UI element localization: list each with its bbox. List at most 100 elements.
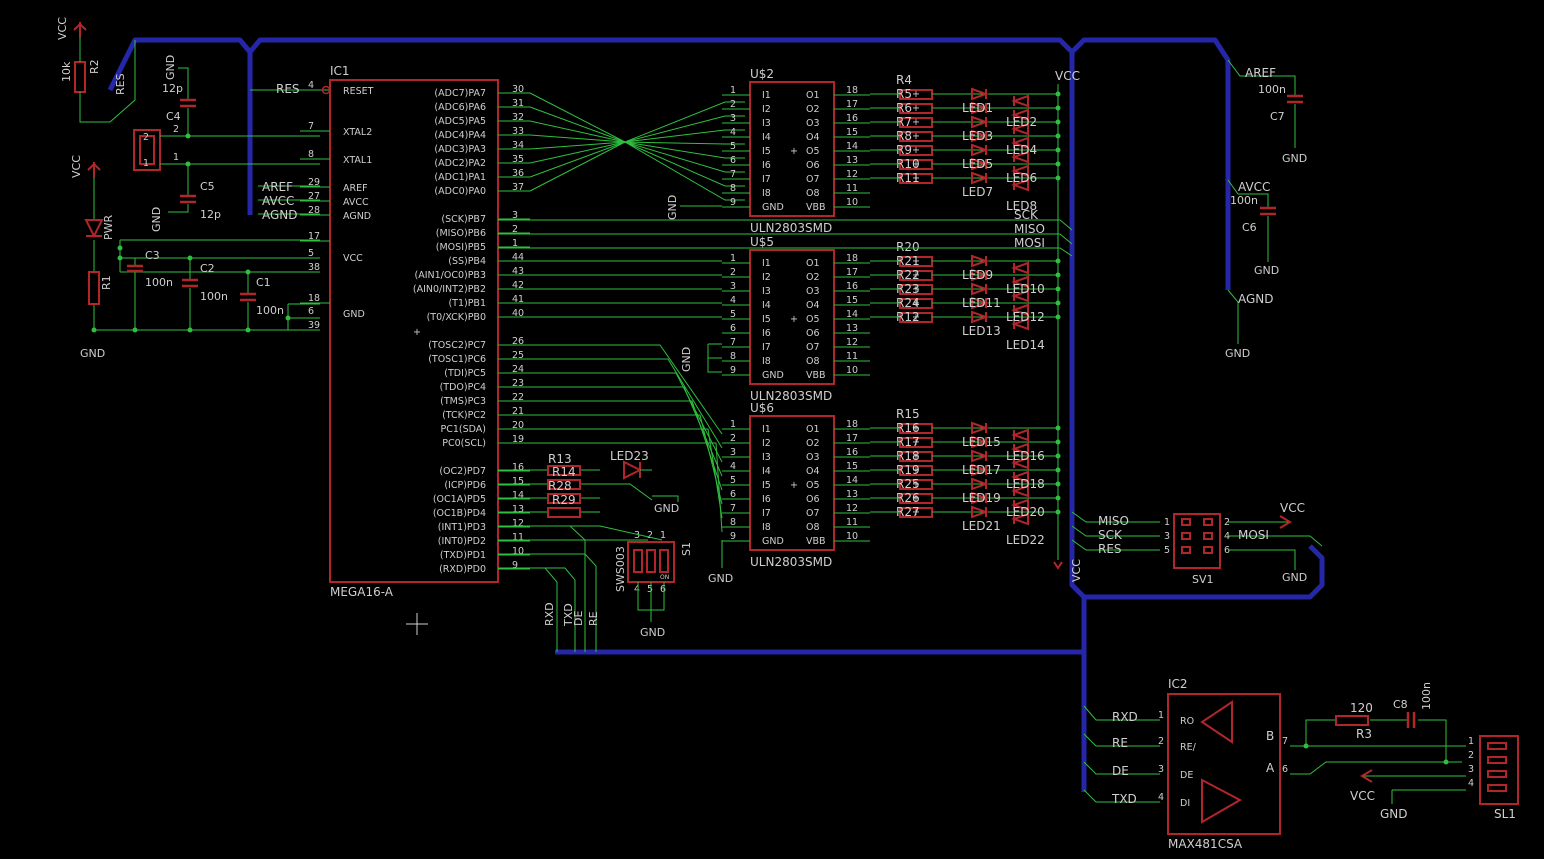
sv1-mosi-label: MOSI <box>1238 528 1269 542</box>
svg-text:5: 5 <box>647 584 653 595</box>
ic2-value: MAX481CSA <box>1168 837 1243 851</box>
ic1-pin-right: (ADC7)PA7 <box>434 88 486 99</box>
uln-pin-left: I5 <box>762 480 771 491</box>
svg-text:+: + <box>912 437 920 448</box>
sv1-vcc: VCC <box>1280 501 1305 515</box>
ic1-pin-aref: AREF <box>343 183 368 194</box>
uln-pinnum: 10 <box>846 531 858 542</box>
sl1-vcc: VCC <box>1350 789 1375 803</box>
res-label: R9 <box>896 143 912 157</box>
ic2-pin: RE/ <box>1180 742 1197 753</box>
ic1-pinnum-right: 24 <box>512 364 524 375</box>
c4-value: 12p <box>162 82 183 95</box>
sl1-gnd: GND <box>1380 807 1408 821</box>
uln-pin-right: O5 <box>806 314 820 325</box>
svg-text:1: 1 <box>1164 517 1170 528</box>
uln-pin-right: O1 <box>806 258 820 269</box>
ic1-pinnum: 27 <box>308 191 320 202</box>
svg-text:1: 1 <box>1468 736 1474 747</box>
ic1-pinnum-right: 11 <box>512 532 524 543</box>
uln-pinnum: 8 <box>730 517 736 528</box>
uln1-gnd: GND <box>666 195 679 220</box>
uln-pin-right: O2 <box>806 438 820 449</box>
svg-text:3: 3 <box>634 530 640 541</box>
spi-sck-label: SCK <box>1014 208 1039 222</box>
ic1-pin-agnd: AGND <box>343 211 371 222</box>
svg-text:4: 4 <box>1158 792 1164 803</box>
svg-text:1: 1 <box>1158 710 1164 721</box>
led-label: LED14 <box>1006 338 1045 352</box>
svg-text:+: + <box>912 256 920 267</box>
uln-pin-right: O7 <box>806 508 820 519</box>
led-label: LED21 <box>962 519 1001 533</box>
svg-text:1: 1 <box>660 530 666 541</box>
uln-pinnum: 18 <box>846 253 858 264</box>
res-label: R23 <box>896 282 920 296</box>
ic1-pinnum-right: 13 <box>512 504 524 515</box>
r1-name: R1 <box>100 275 113 290</box>
uln-pin-left: I5 <box>762 146 771 157</box>
svg-text:6: 6 <box>660 584 666 595</box>
uln-pinnum: 18 <box>846 85 858 96</box>
c2-value: 100n <box>200 290 228 303</box>
led-label: LED16 <box>1006 449 1045 463</box>
ic1-pin-right: (ADC4)PA4 <box>434 130 486 141</box>
svg-text:4: 4 <box>1224 531 1230 542</box>
svg-text:+: + <box>912 298 920 309</box>
ic2-net-label: RXD <box>1112 710 1138 724</box>
led-label: LED1 <box>962 101 993 115</box>
ic1-name: IC1 <box>330 64 350 78</box>
ic1-pin-right: (INT0)PD2 <box>438 536 486 547</box>
uln-pin-right: O8 <box>806 522 820 533</box>
uln-pin-left: I4 <box>762 466 771 477</box>
uln-pinnum: 8 <box>730 351 736 362</box>
uln-pinnum: 15 <box>846 461 858 472</box>
uln-pin-right: O7 <box>806 174 820 185</box>
uln-pin-left: I3 <box>762 286 771 297</box>
gnd-c6: GND <box>1254 264 1279 277</box>
ic1-pin-gnd: GND <box>343 309 365 320</box>
ic1-pin-right: (TMS)PC3 <box>440 396 486 407</box>
svg-text:6: 6 <box>1224 545 1230 556</box>
uln-pin-left: I4 <box>762 300 771 311</box>
res-label: R19 <box>896 463 920 477</box>
res-pin-label: RES <box>276 82 300 96</box>
ic1-pin-right: (TXD)PD1 <box>440 550 486 561</box>
ic2-net-label: TXD <box>1111 792 1137 806</box>
res-label: R17 <box>896 435 920 449</box>
uln-pin-right: O6 <box>806 494 820 505</box>
ic1-pin-right: (SS)PB4 <box>448 256 486 267</box>
uln-pinnum: 9 <box>730 365 736 376</box>
svg-text:6: 6 <box>1282 764 1288 775</box>
res-label: R12 <box>896 310 920 324</box>
res-label: R6 <box>896 101 912 115</box>
uln-pinnum: 2 <box>730 433 736 444</box>
ic1-pin-right: (MISO)PB6 <box>436 228 486 239</box>
switch-name: S1 <box>680 542 693 556</box>
ic1-pin-avcc: AVCC <box>343 197 369 208</box>
uln-pin-right: O1 <box>806 90 820 101</box>
uln-pin-left: I1 <box>762 258 771 269</box>
uln-pinnum: 10 <box>846 365 858 376</box>
svg-text:4: 4 <box>1468 778 1474 789</box>
ic1-pin-right: (AIN0/INT2)PB2 <box>413 284 486 295</box>
svg-text:+: + <box>912 465 920 476</box>
r2-name: R2 <box>88 59 101 74</box>
led-label: LED9 <box>962 268 993 282</box>
uln-pin-left: GND <box>762 370 784 381</box>
gnd-bottom-left: GND <box>80 347 105 360</box>
uln-pinnum: 6 <box>730 155 736 166</box>
c1-name: C1 <box>256 276 271 289</box>
ic1-pin-right: (TOSC1)PC6 <box>428 354 486 365</box>
led23-label: LED23 <box>610 449 649 463</box>
led-label: LED19 <box>962 491 1001 505</box>
svg-text:+: + <box>912 173 920 184</box>
sv1-miso-label: MISO <box>1098 514 1129 528</box>
led-label: LED11 <box>962 296 1001 310</box>
sv1-res-label: RES <box>1098 542 1122 556</box>
uln-name: U$6 <box>750 401 774 415</box>
gnd-agnd: GND <box>1225 347 1250 360</box>
uln3-gnd: GND <box>708 572 733 585</box>
